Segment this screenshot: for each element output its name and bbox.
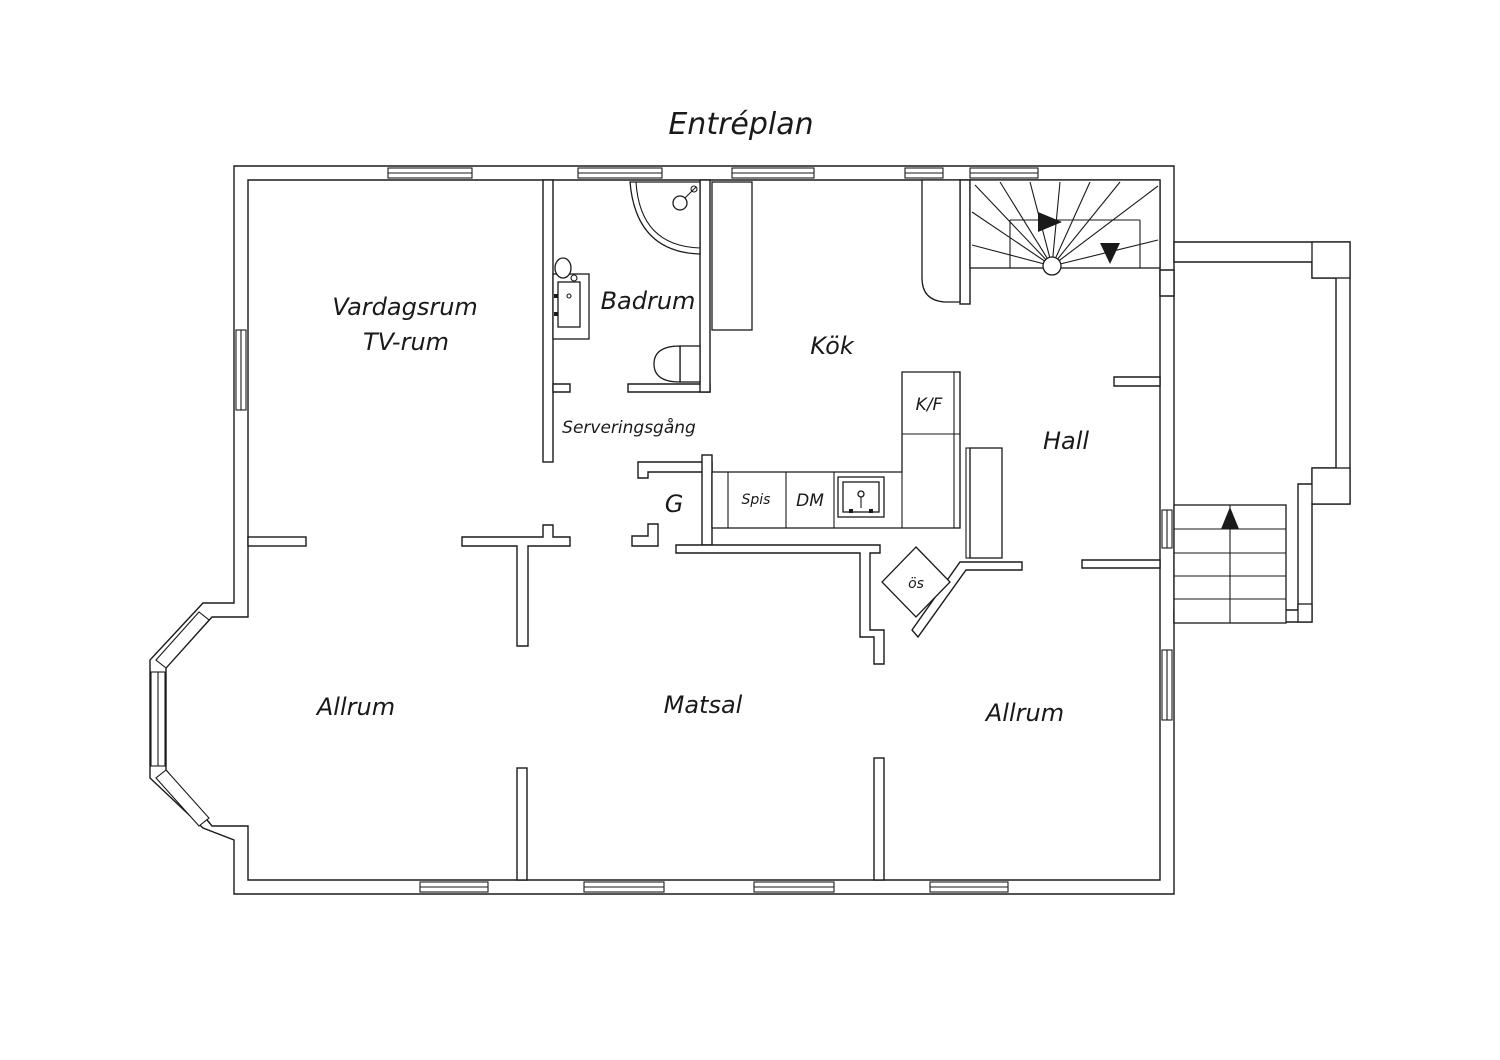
window-top-3 [731,167,815,179]
window-top-1 [387,167,473,179]
kitchen-fixtures [711,181,1003,618]
window-bottom-3 [753,881,835,893]
window-bottom-4 [929,881,1009,893]
window-top-5 [969,167,1039,179]
labels: Entréplan Vardagsrum TV-rum Badrum Kök S… [315,107,1089,727]
windows [235,167,1173,893]
bathroom-fixtures [552,181,701,383]
label-vardagsrum: Vardagsrum [332,293,478,321]
plan-title: Entréplan [668,107,813,142]
interior-walls [247,179,1175,881]
label-serveringsgang: Serveringsgång [562,417,696,438]
label-spis: Spis [742,492,771,508]
label-kf: K/F [916,395,943,415]
label-dm: DM [796,491,824,511]
label-kok: Kök [810,332,855,360]
window-left [235,329,247,411]
label-os: ös [908,576,924,592]
entrance-porch [1173,241,1351,624]
label-allrum-left: Allrum [315,693,395,721]
label-g: G [665,490,684,518]
label-tv-rum: TV-rum [363,328,449,356]
label-badrum: Badrum [601,287,696,315]
window-bottom-2 [583,881,665,893]
label-allrum-right: Allrum [984,699,1064,727]
window-right-1 [1161,509,1173,549]
label-hall: Hall [1043,427,1089,455]
exterior-walls [149,165,1175,895]
window-top-4 [904,167,944,179]
label-matsal: Matsal [664,691,743,719]
window-bottom-1 [419,881,489,893]
window-right-2 [1161,649,1173,721]
window-top-2 [577,167,663,179]
staircase-upper [921,179,1161,303]
